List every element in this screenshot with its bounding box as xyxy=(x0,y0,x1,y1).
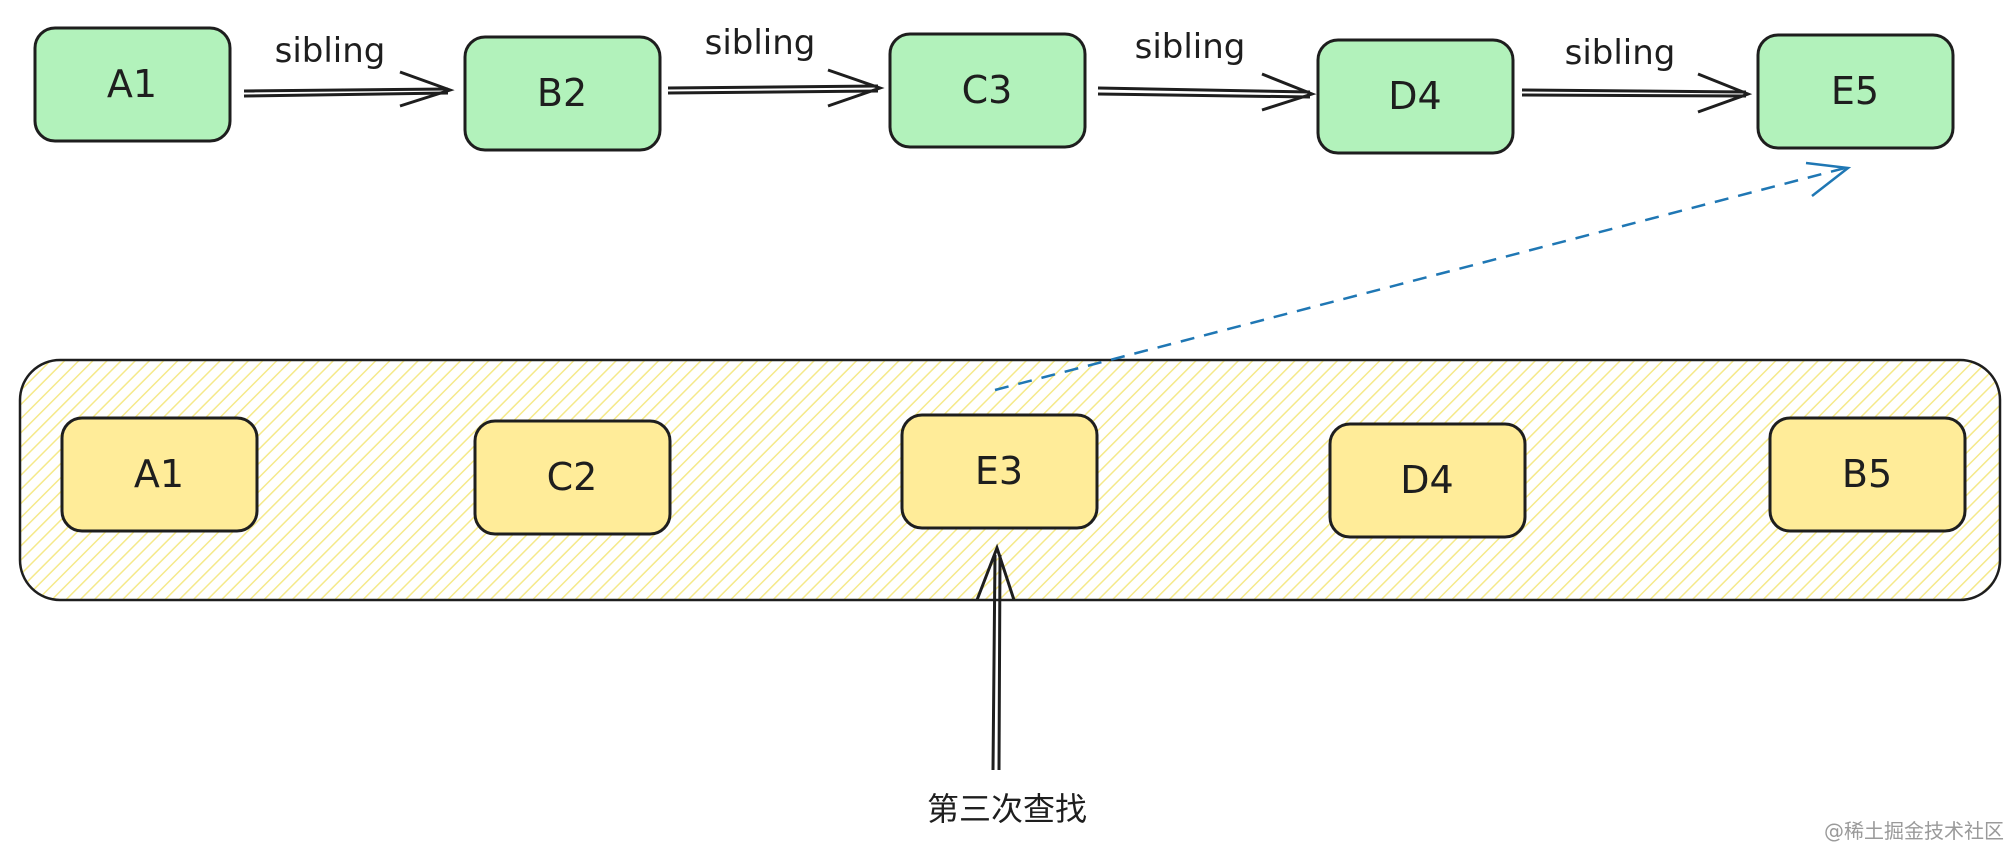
bottom-node-a1[interactable]: A1 xyxy=(60,416,259,533)
sibling-label: sibling xyxy=(1565,33,1676,73)
top-node-label: B2 xyxy=(537,71,587,115)
bottom-node-d4[interactable]: D4 xyxy=(1328,422,1527,539)
sibling-arrow-1 xyxy=(243,70,455,108)
sibling-arrow-3 xyxy=(1097,72,1317,112)
bottom-node-b5[interactable]: B5 xyxy=(1768,416,1967,533)
sibling-arrow-4 xyxy=(1521,72,1753,114)
sibling-label: sibling xyxy=(275,31,386,71)
top-node-a1[interactable]: A1 xyxy=(33,26,232,143)
bottom-node-c2[interactable]: C2 xyxy=(473,419,672,536)
top-node-label: C3 xyxy=(962,68,1013,112)
sibling-label: sibling xyxy=(705,23,816,63)
watermark-text: @稀土掘金技术社区 xyxy=(1824,819,2004,843)
top-node-d4[interactable]: D4 xyxy=(1316,38,1515,155)
bottom-node-label: B5 xyxy=(1842,452,1892,496)
top-node-e5[interactable]: E5 xyxy=(1756,33,1955,150)
top-node-label: D4 xyxy=(1388,74,1441,118)
pointer-arrow xyxy=(975,543,1016,771)
top-node-label: E5 xyxy=(1831,69,1879,113)
bottom-node-e3[interactable]: E3 xyxy=(900,413,1099,530)
dashed-link-arrow xyxy=(994,161,1852,392)
bottom-node-label: E3 xyxy=(975,449,1023,493)
sibling-label: sibling xyxy=(1135,27,1246,67)
top-node-c3[interactable]: C3 xyxy=(888,32,1087,149)
pointer-caption: 第三次查找 xyxy=(927,790,1087,828)
bottom-node-label: C2 xyxy=(547,455,598,499)
top-node-label: A1 xyxy=(107,62,157,106)
bottom-node-label: A1 xyxy=(134,452,184,496)
bottom-node-label: D4 xyxy=(1400,458,1453,502)
sibling-arrow-2 xyxy=(667,68,885,108)
top-node-b2[interactable]: B2 xyxy=(463,35,662,152)
